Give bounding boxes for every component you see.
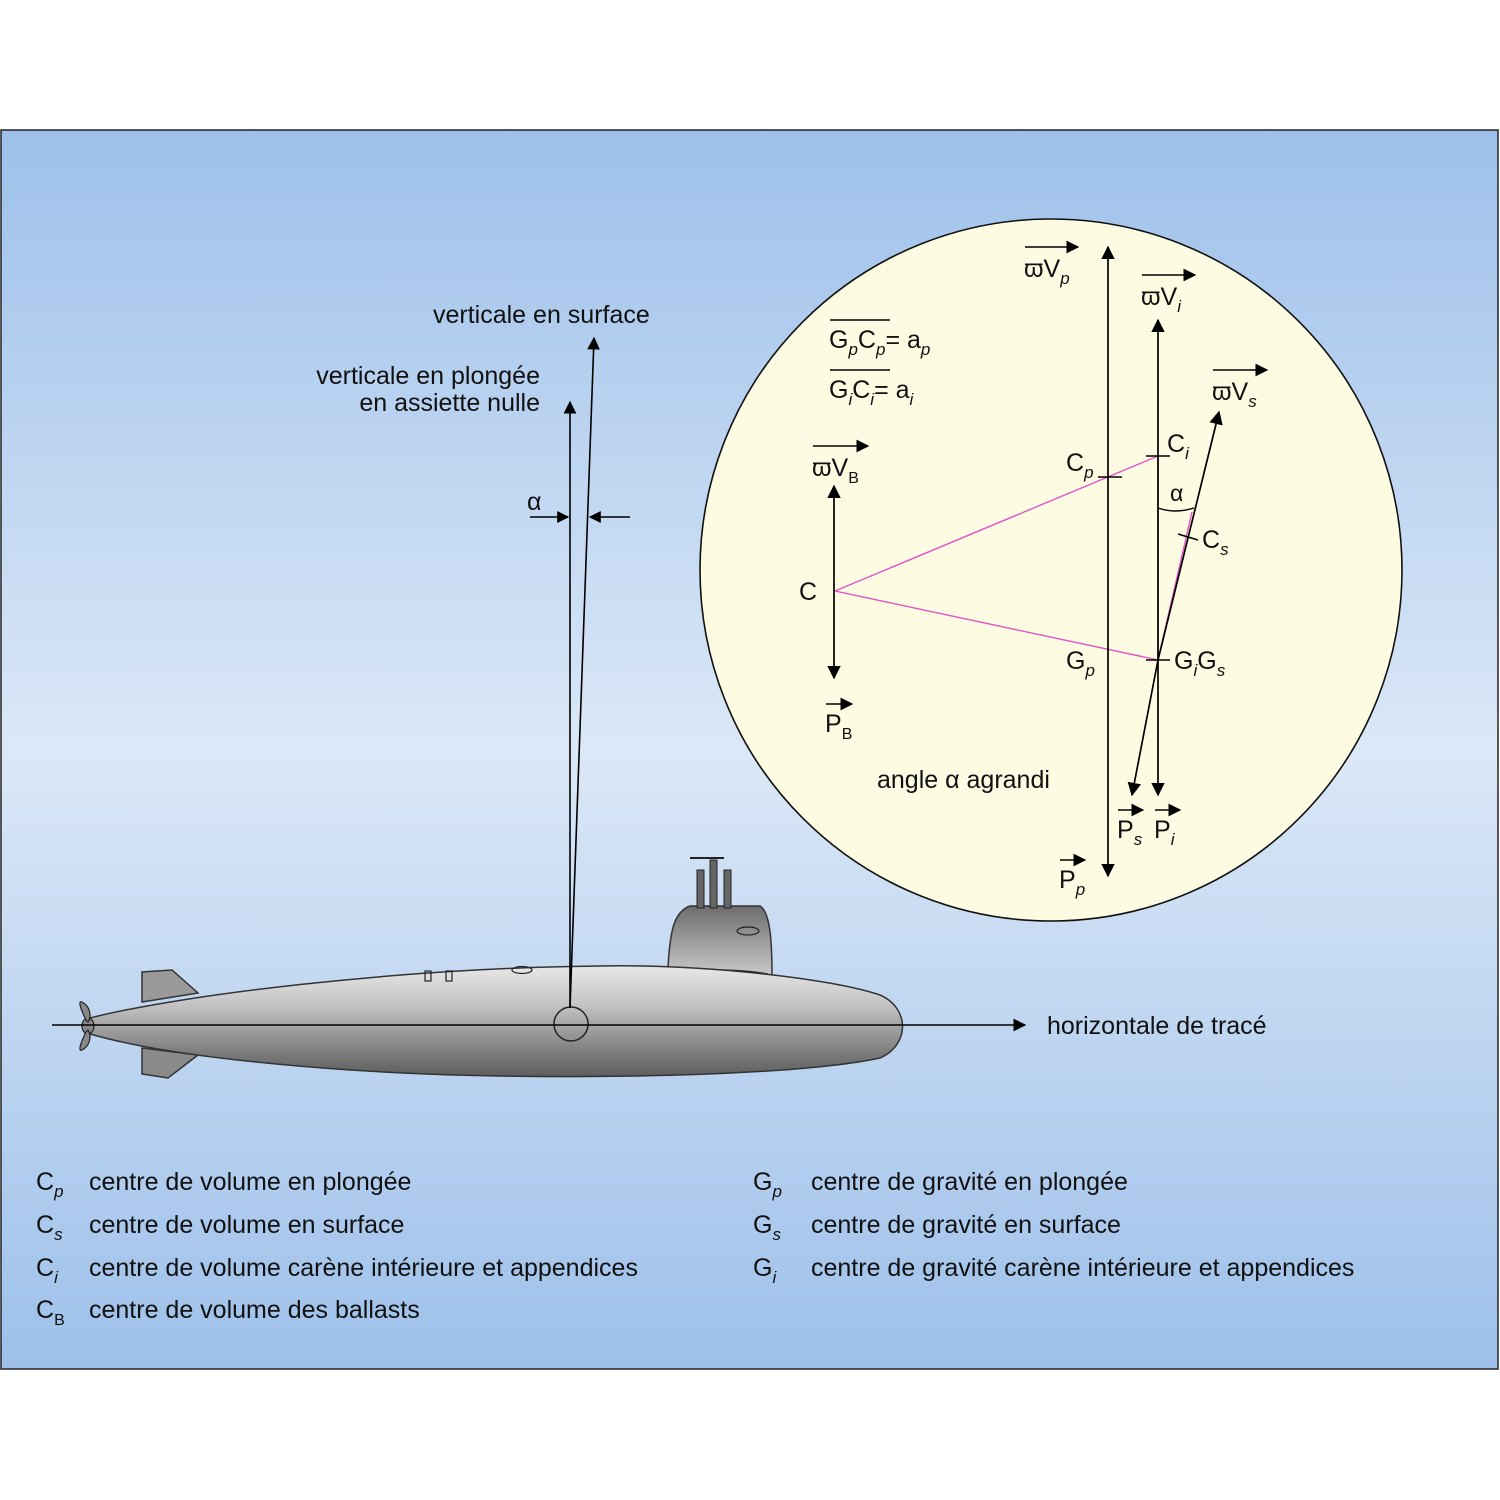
svg-text:centre de volume en plongée: centre de volume en plongée <box>89 1168 411 1196</box>
mast <box>709 859 718 909</box>
svg-text:ϖVB: ϖVB <box>812 454 859 487</box>
angle-enlarged-label: angle α agrandi <box>877 766 1050 794</box>
upper-rudder <box>141 969 200 1003</box>
legend-item-cs: Cs centre de volume en surface <box>36 1211 404 1244</box>
svg-text:Ps: Ps <box>1117 816 1143 849</box>
mast <box>723 869 732 909</box>
point-Ci: Ci <box>1167 430 1190 463</box>
svg-text:CB: CB <box>36 1296 65 1329</box>
label-Ps: Ps <box>1117 803 1145 849</box>
deck-opening <box>511 965 533 975</box>
svg-text:Ci: Ci <box>36 1254 59 1287</box>
point-C: C <box>799 578 817 606</box>
conning-tower <box>667 905 773 976</box>
svg-text:centre de gravité en surface: centre de gravité en surface <box>811 1211 1121 1239</box>
inset-alpha-arc <box>1157 507 1195 512</box>
legend-item-cp: Cp centre de volume en plongée <box>36 1168 411 1201</box>
svg-text:Pi: Pi <box>1154 816 1176 849</box>
point-Gp: Gp <box>1066 647 1095 680</box>
alpha-indicator: α <box>527 488 630 523</box>
propeller-blade <box>79 1001 91 1023</box>
svg-text:Cs: Cs <box>36 1211 63 1244</box>
label-wVs: ϖVs <box>1212 363 1269 411</box>
point-Cp: Cp <box>1066 449 1094 482</box>
svg-text:GpCp= ap: GpCp= ap <box>829 326 930 359</box>
propeller-blade <box>79 1029 91 1051</box>
svg-text:ϖVp: ϖVp <box>1024 255 1070 288</box>
svg-text:centre de gravité carène intér: centre de gravité carène intérieure et a… <box>811 1254 1354 1282</box>
hatch <box>424 970 432 982</box>
svg-text:Gi: Gi <box>753 1254 777 1287</box>
horizontal-label: horizontale de tracé <box>1047 1012 1267 1040</box>
legend-item-cb: CB centre de volume des ballasts <box>36 1296 420 1329</box>
legend-item-gs: Gs centre de gravité en surface <box>753 1211 1121 1244</box>
svg-text:ϖVi: ϖVi <box>1141 283 1182 316</box>
svg-text:GiCi= ai: GiCi= ai <box>829 376 915 409</box>
label-Pi: Pi <box>1154 803 1182 849</box>
svg-text:Gs: Gs <box>753 1211 781 1244</box>
submarine <box>79 857 904 1079</box>
label-wVi: ϖVi <box>1141 268 1197 316</box>
equation-gpcp: GpCp= ap <box>829 319 930 359</box>
svg-text:centre de volume en surface: centre de volume en surface <box>89 1211 404 1239</box>
vertical-dive-label-line2: en assiette nulle <box>359 389 540 417</box>
tick-marks <box>1098 455 1199 661</box>
hatch <box>445 970 453 982</box>
vertical-dive-label-line1: verticale en plongée <box>316 362 540 390</box>
legend-item-gi: Gi centre de gravité carène intérieure e… <box>753 1254 1354 1287</box>
vector-Ps <box>1127 659 1159 797</box>
label-Pp: Pp <box>1059 853 1087 899</box>
svg-text:Cp: Cp <box>36 1168 64 1201</box>
svg-text:centre de volume des ballasts: centre de volume des ballasts <box>89 1296 420 1324</box>
equation-gici: GiCi= ai <box>829 369 915 409</box>
hull <box>89 965 904 1078</box>
legend-item-gp: Gp centre de gravité en plongée <box>753 1168 1128 1201</box>
alpha-label: α <box>527 488 541 516</box>
center-circle <box>553 1006 589 1042</box>
svg-text:Gp: Gp <box>753 1168 782 1201</box>
inset-alpha-label: α <box>1170 480 1183 506</box>
point-Cs: Cs <box>1202 526 1229 559</box>
legend: Cp centre de volume en plongée Cs centre… <box>36 1168 1354 1329</box>
svg-text:centre de volume carène intéri: centre de volume carène intérieure et ap… <box>89 1254 638 1282</box>
point-GiGs: GiGs <box>1174 647 1226 680</box>
svg-text:centre de gravité en plongée: centre de gravité en plongée <box>811 1168 1128 1196</box>
vertical-surface-label: verticale en surface <box>433 301 650 329</box>
legend-item-ci: Ci centre de volume carène intérieure et… <box>36 1254 638 1287</box>
sail-window <box>736 926 760 936</box>
inset-circle <box>699 218 1403 922</box>
vector-wVs <box>1157 410 1223 661</box>
svg-text:Pp: Pp <box>1059 866 1085 899</box>
vertical-surface-line <box>569 336 600 1009</box>
svg-text:ϖVs: ϖVs <box>1212 378 1257 411</box>
label-wVp: ϖVp <box>1024 240 1080 288</box>
mast <box>696 869 705 909</box>
label-PB: PB <box>825 697 854 743</box>
svg-text:PB: PB <box>825 710 852 743</box>
force-vectors <box>827 245 1223 878</box>
label-wVB: ϖVB <box>812 439 870 487</box>
